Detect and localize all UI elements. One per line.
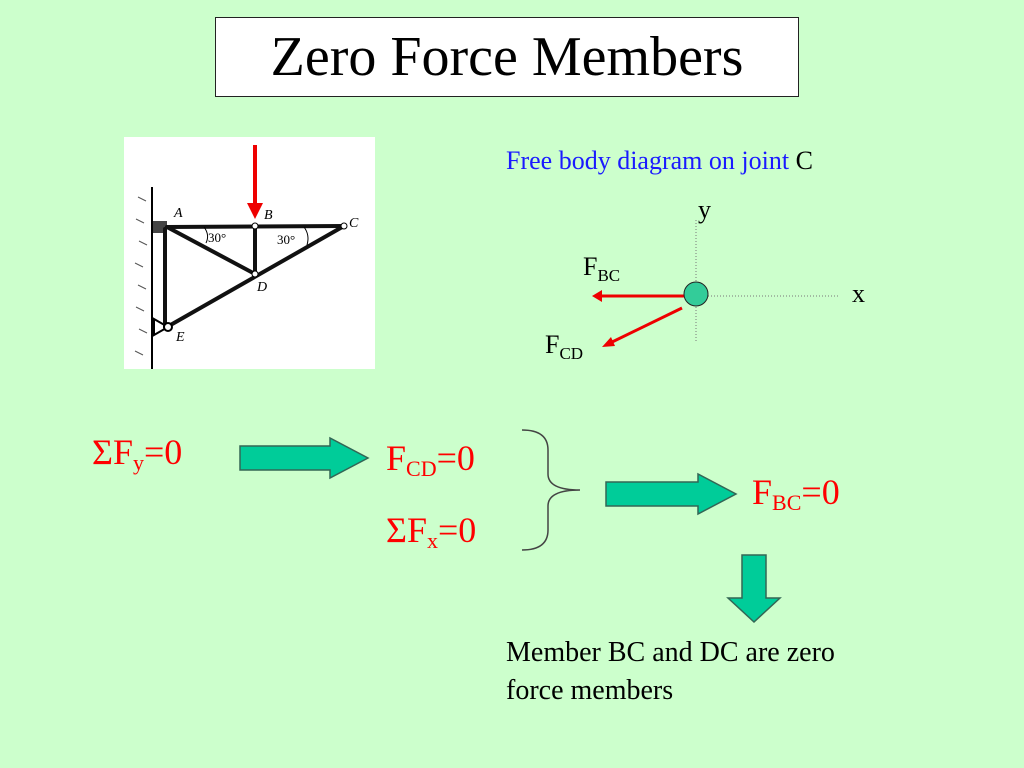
slide-title: Zero Force Members [270, 26, 744, 88]
load-arrow-head [247, 203, 263, 219]
label-c: C [349, 216, 359, 231]
arrow-right-2 [605, 472, 738, 516]
fbd-caption-text: Free body diagram on joint [506, 146, 796, 175]
free-body-diagram: y x FBC FCD [530, 190, 890, 370]
truss-figure: A B C D E 30° 30° [124, 137, 375, 369]
angle-label-right: 30° [277, 232, 295, 247]
grouping-brace [521, 429, 581, 551]
fbd-caption-joint: C [795, 146, 813, 175]
label-e: E [175, 330, 185, 345]
force-cd-shaft [607, 306, 683, 346]
wall-hatching [134, 196, 148, 356]
truss-drawing: A B C D E 30° 30° [134, 145, 359, 369]
support-e [153, 317, 171, 337]
angle-label-left: 30° [208, 230, 226, 245]
angle-arc-left [203, 226, 209, 244]
force-cd-label: FCD [545, 330, 583, 363]
joint-c [340, 222, 348, 230]
arrow-right-1 [239, 436, 370, 480]
label-d: D [256, 280, 267, 295]
title-box: Zero Force Members [215, 17, 799, 97]
fbd-drawing: y x FBC FCD [545, 195, 865, 363]
arrow-down [726, 554, 782, 624]
joint-b [251, 222, 259, 230]
axis-x-label: x [852, 279, 865, 308]
eq-fcd-zero: FCD=0 [386, 438, 475, 481]
eq-sum-fy: ΣFy=0 [92, 432, 183, 475]
joint-e [163, 322, 173, 332]
joint-c-circle [683, 281, 709, 307]
label-a: A [173, 206, 183, 221]
joint-d [251, 270, 259, 278]
force-cd-head [602, 337, 615, 347]
angle-arc-right [303, 226, 309, 246]
conclusion-text: Member BC and DC are zero force members [506, 637, 835, 706]
eq-sum-fx: ΣFx=0 [386, 510, 477, 553]
fbd-caption: Free body diagram on joint C [506, 146, 813, 176]
axis-y-label: y [698, 195, 711, 224]
label-b: B [264, 208, 273, 223]
force-bc-label: FBC [583, 252, 620, 285]
force-bc-head [592, 290, 602, 302]
eq-fbc-zero: FBC=0 [752, 472, 840, 515]
